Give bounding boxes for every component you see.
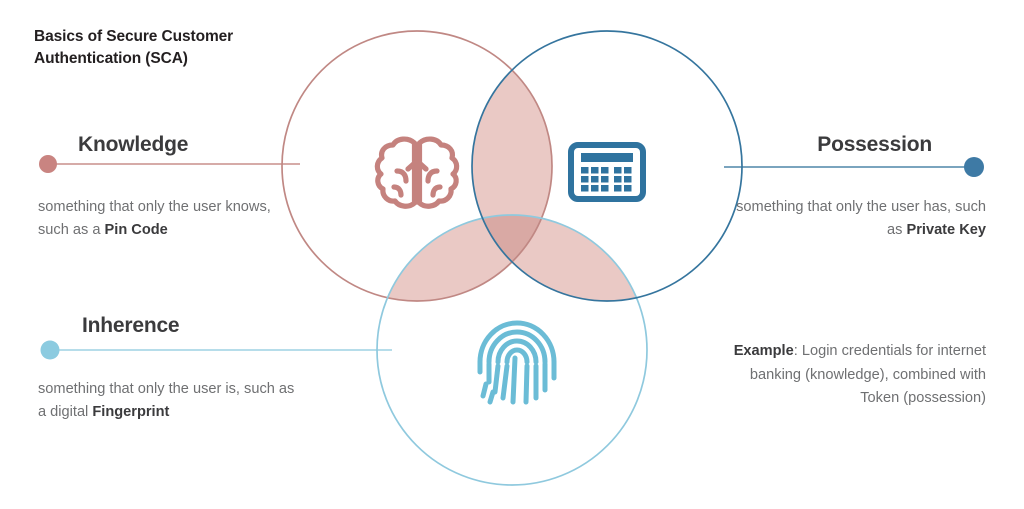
example-note: Example: Login credentials for internet … xyxy=(718,340,986,411)
knowledge-description: something that only the user knows, such… xyxy=(38,196,288,241)
knowledge-desc-lead: something that only the user knows, such… xyxy=(38,199,271,238)
brain-icon xyxy=(374,136,460,209)
possession-desc-lead: something that only the user has, such a… xyxy=(736,199,986,238)
fingerprint-icon xyxy=(477,320,557,405)
possession-description: something that only the user has, such a… xyxy=(734,196,986,241)
possession-desc-strong: Private Key xyxy=(906,221,986,238)
overlap-knowledge-inherence xyxy=(377,215,552,301)
page-title: Basics of Secure Customer Authentication… xyxy=(34,28,234,68)
knowledge-circle xyxy=(281,30,553,302)
knowledge-dot xyxy=(39,155,57,173)
overlap-possession-inherence xyxy=(472,215,647,301)
inherence-circle xyxy=(376,214,648,486)
possession-label: Possession xyxy=(817,133,932,156)
example-note-strong: Example xyxy=(733,343,794,359)
possession-dot xyxy=(964,157,984,177)
inherence-label: Inherence xyxy=(82,314,180,337)
keypad-icon xyxy=(568,142,646,202)
knowledge-desc-strong: Pin Code xyxy=(104,221,168,238)
knowledge-label: Knowledge xyxy=(78,133,189,156)
inherence-desc-lead: something that only the user is, such as… xyxy=(38,381,295,420)
inherence-desc-strong: Fingerprint xyxy=(92,403,170,420)
example-note-text: : Login credentials for internet banking… xyxy=(749,343,986,407)
inherence-dot xyxy=(40,340,60,360)
inherence-description: something that only the user is, such as… xyxy=(38,378,298,423)
possession-circle xyxy=(471,30,743,302)
